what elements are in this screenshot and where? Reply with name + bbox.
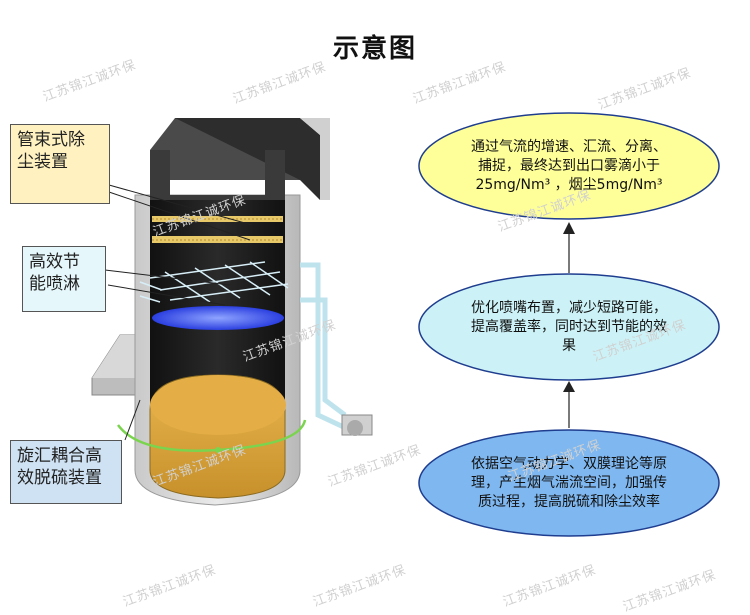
- label-tube-bundle: 管束式除 尘装置: [10, 124, 110, 204]
- arrow-bottom-to-middle: [563, 381, 575, 428]
- leader-lines: [104, 184, 253, 441]
- ellipse-bottom: [418, 429, 720, 537]
- arrow-middle-to-top: [563, 222, 575, 273]
- ellipse-bottom-text: 依据空气动力学、双膜理论等原 理，产生烟气湍流空间，加强传 质过程，提高脱硫和除…: [471, 456, 667, 510]
- label-desulfurization: 旋汇耦合高 效脱硫装置: [10, 440, 122, 504]
- ellipse-middle: [418, 273, 720, 381]
- ring-node: [215, 447, 221, 453]
- page-title: 示意图: [332, 34, 417, 64]
- ellipse-middle-text: 优化喷嘴布置，减少短路可能， 提高覆盖率，同时达到节能的效 果: [471, 300, 667, 354]
- ellipse-top-text: 通过气流的增速、汇流、分离、 捕捉，最终达到出口雾滴小于 25mg/Nm³ ，烟…: [471, 139, 667, 193]
- spray-liquid-layer: [152, 306, 284, 330]
- outlet-duct: [150, 118, 330, 200]
- label-tube-bundle-text: 管束式除 尘装置: [17, 130, 85, 172]
- label-spray-text: 高效节 能喷淋: [29, 252, 80, 294]
- label-spray: 高效节 能喷淋: [22, 246, 106, 312]
- pump: [341, 414, 373, 436]
- desulfurization-body: [149, 374, 286, 499]
- label-desulfurization-text: 旋汇耦合高 效脱硫装置: [17, 446, 102, 488]
- side-pipes: [300, 262, 352, 433]
- tube-bundle-layer: [152, 216, 283, 243]
- ellipse-top: [418, 112, 720, 220]
